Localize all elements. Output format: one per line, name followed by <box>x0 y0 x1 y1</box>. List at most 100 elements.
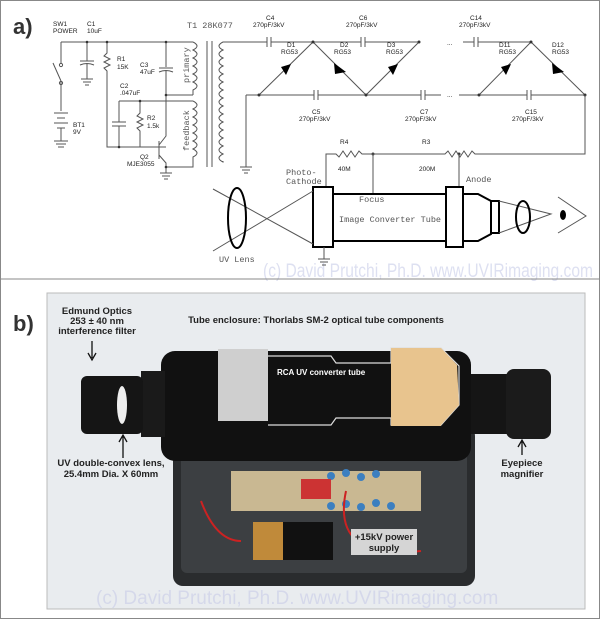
label: 270pF/3kV <box>299 116 331 123</box>
label: 15K <box>117 64 129 71</box>
ellipsis-top: ... <box>447 40 453 47</box>
label: C1 <box>87 21 96 28</box>
label: 270pF/3kV <box>346 22 378 29</box>
battery-symbol <box>54 112 68 148</box>
enclosure-caption: Tube enclosure: Thorlabs SM-2 optical tu… <box>188 315 444 326</box>
label: POWER <box>53 28 78 35</box>
panel-a-circuit: a) (c) David Prutchi, Ph.D. www.UVIRimag… <box>13 14 593 282</box>
label: .047uF <box>120 90 140 97</box>
eye-icon <box>557 196 587 234</box>
label: C14 <box>470 15 482 22</box>
transformer-core <box>206 41 213 167</box>
label: D3 <box>387 42 396 49</box>
power-supply-label-box <box>351 529 417 555</box>
label: interference filter <box>58 326 136 337</box>
label: R4 <box>340 139 349 146</box>
label: 9V <box>73 129 82 136</box>
eyepiece <box>471 374 511 434</box>
diode-d11 <box>501 64 511 75</box>
eyepiece-lens <box>515 200 531 234</box>
label: Eyepiece <box>501 458 542 469</box>
transformer-secondary <box>218 41 231 163</box>
label: C4 <box>266 15 275 22</box>
ellipsis-bottom: ... <box>447 92 453 99</box>
label: C6 <box>359 15 368 22</box>
tube-label: Image Converter Tube <box>339 215 441 225</box>
label: SW1 <box>53 21 67 28</box>
resistor-divider <box>325 95 586 194</box>
label: Anode <box>466 175 492 185</box>
label: MJE3055 <box>127 161 155 168</box>
label: +15kV power <box>355 532 414 543</box>
label: 270pF/3kV <box>405 116 437 123</box>
label: C15 <box>525 109 537 116</box>
label: R3 <box>422 139 431 146</box>
c2-r2-network <box>112 100 193 147</box>
watermark: (c) David Prutchi, Ph.D. www.UVIRimaging… <box>96 588 498 609</box>
switch <box>58 62 64 68</box>
transformer-primary-feedback <box>191 41 198 167</box>
label: C7 <box>420 109 429 116</box>
diode-d12 <box>552 63 564 74</box>
photocathode-flange <box>312 186 334 248</box>
label: 1.5k <box>147 123 160 130</box>
label: D2 <box>340 42 349 49</box>
label: Q2 <box>140 154 149 161</box>
label: R2 <box>147 115 156 122</box>
label: C5 <box>312 109 321 116</box>
uv-lens-glass <box>117 386 127 424</box>
watermark: (c) David Prutchi, Ph.D. www.UVIRimaging… <box>263 261 593 282</box>
tube-overlay-gray <box>218 349 268 421</box>
label: UV double-convex lens, <box>57 458 164 469</box>
diode-d1 <box>281 64 291 75</box>
label: R1 <box>117 56 126 63</box>
label: D12 <box>552 42 564 49</box>
label: RG53 <box>552 49 569 56</box>
transformer <box>301 479 331 499</box>
label: feedback <box>182 110 192 151</box>
diode-d3 <box>388 64 398 75</box>
label: Focus <box>359 195 385 205</box>
label: 270pF/3kV <box>253 22 285 29</box>
label: 270pF/3kV <box>512 116 544 123</box>
label: 200M <box>419 166 435 173</box>
label: Edmund Optics <box>62 306 132 317</box>
label: 40M <box>338 166 351 173</box>
label: RG53 <box>334 49 351 56</box>
label: 253 ± 40 nm <box>70 316 124 327</box>
label: RG53 <box>386 49 403 56</box>
label: RG53 <box>499 49 516 56</box>
panel-b-photo: b) RCA UV converter tube (c) David Prutc… <box>13 292 586 610</box>
label: magnifier <box>501 469 544 480</box>
filter-lens-assembly <box>81 376 143 434</box>
tube-overlay-tan <box>391 348 441 426</box>
label: T1 28K077 <box>187 21 233 31</box>
diode-d2 <box>334 63 346 74</box>
capacitor-c3 <box>158 42 193 96</box>
uv-lens <box>227 187 247 249</box>
panel-b-label: b) <box>13 311 34 336</box>
tube-label: RCA UV converter tube <box>277 368 366 377</box>
panel-a-label: a) <box>13 14 33 39</box>
label: BT1 <box>73 122 85 129</box>
label: C2 <box>120 83 129 90</box>
callout-arrows <box>87 341 527 458</box>
anode-flange <box>445 186 464 248</box>
label: primary <box>182 47 192 83</box>
label: UV Lens <box>219 255 255 265</box>
label: Cathode <box>286 177 322 187</box>
label: RG53 <box>281 49 298 56</box>
label: Photo- <box>286 168 317 178</box>
label: 25.4mm Dia. X 60mm <box>64 469 159 480</box>
label: C3 <box>140 62 149 69</box>
label: 47uF <box>140 69 155 76</box>
resistor-r1 <box>102 42 166 148</box>
label: D11 <box>499 42 511 49</box>
label: supply <box>369 543 400 554</box>
diode-chain <box>258 41 586 96</box>
label: D1 <box>287 42 296 49</box>
label: 270pF/3kV <box>459 22 491 29</box>
capacitor-c1 <box>79 42 95 86</box>
